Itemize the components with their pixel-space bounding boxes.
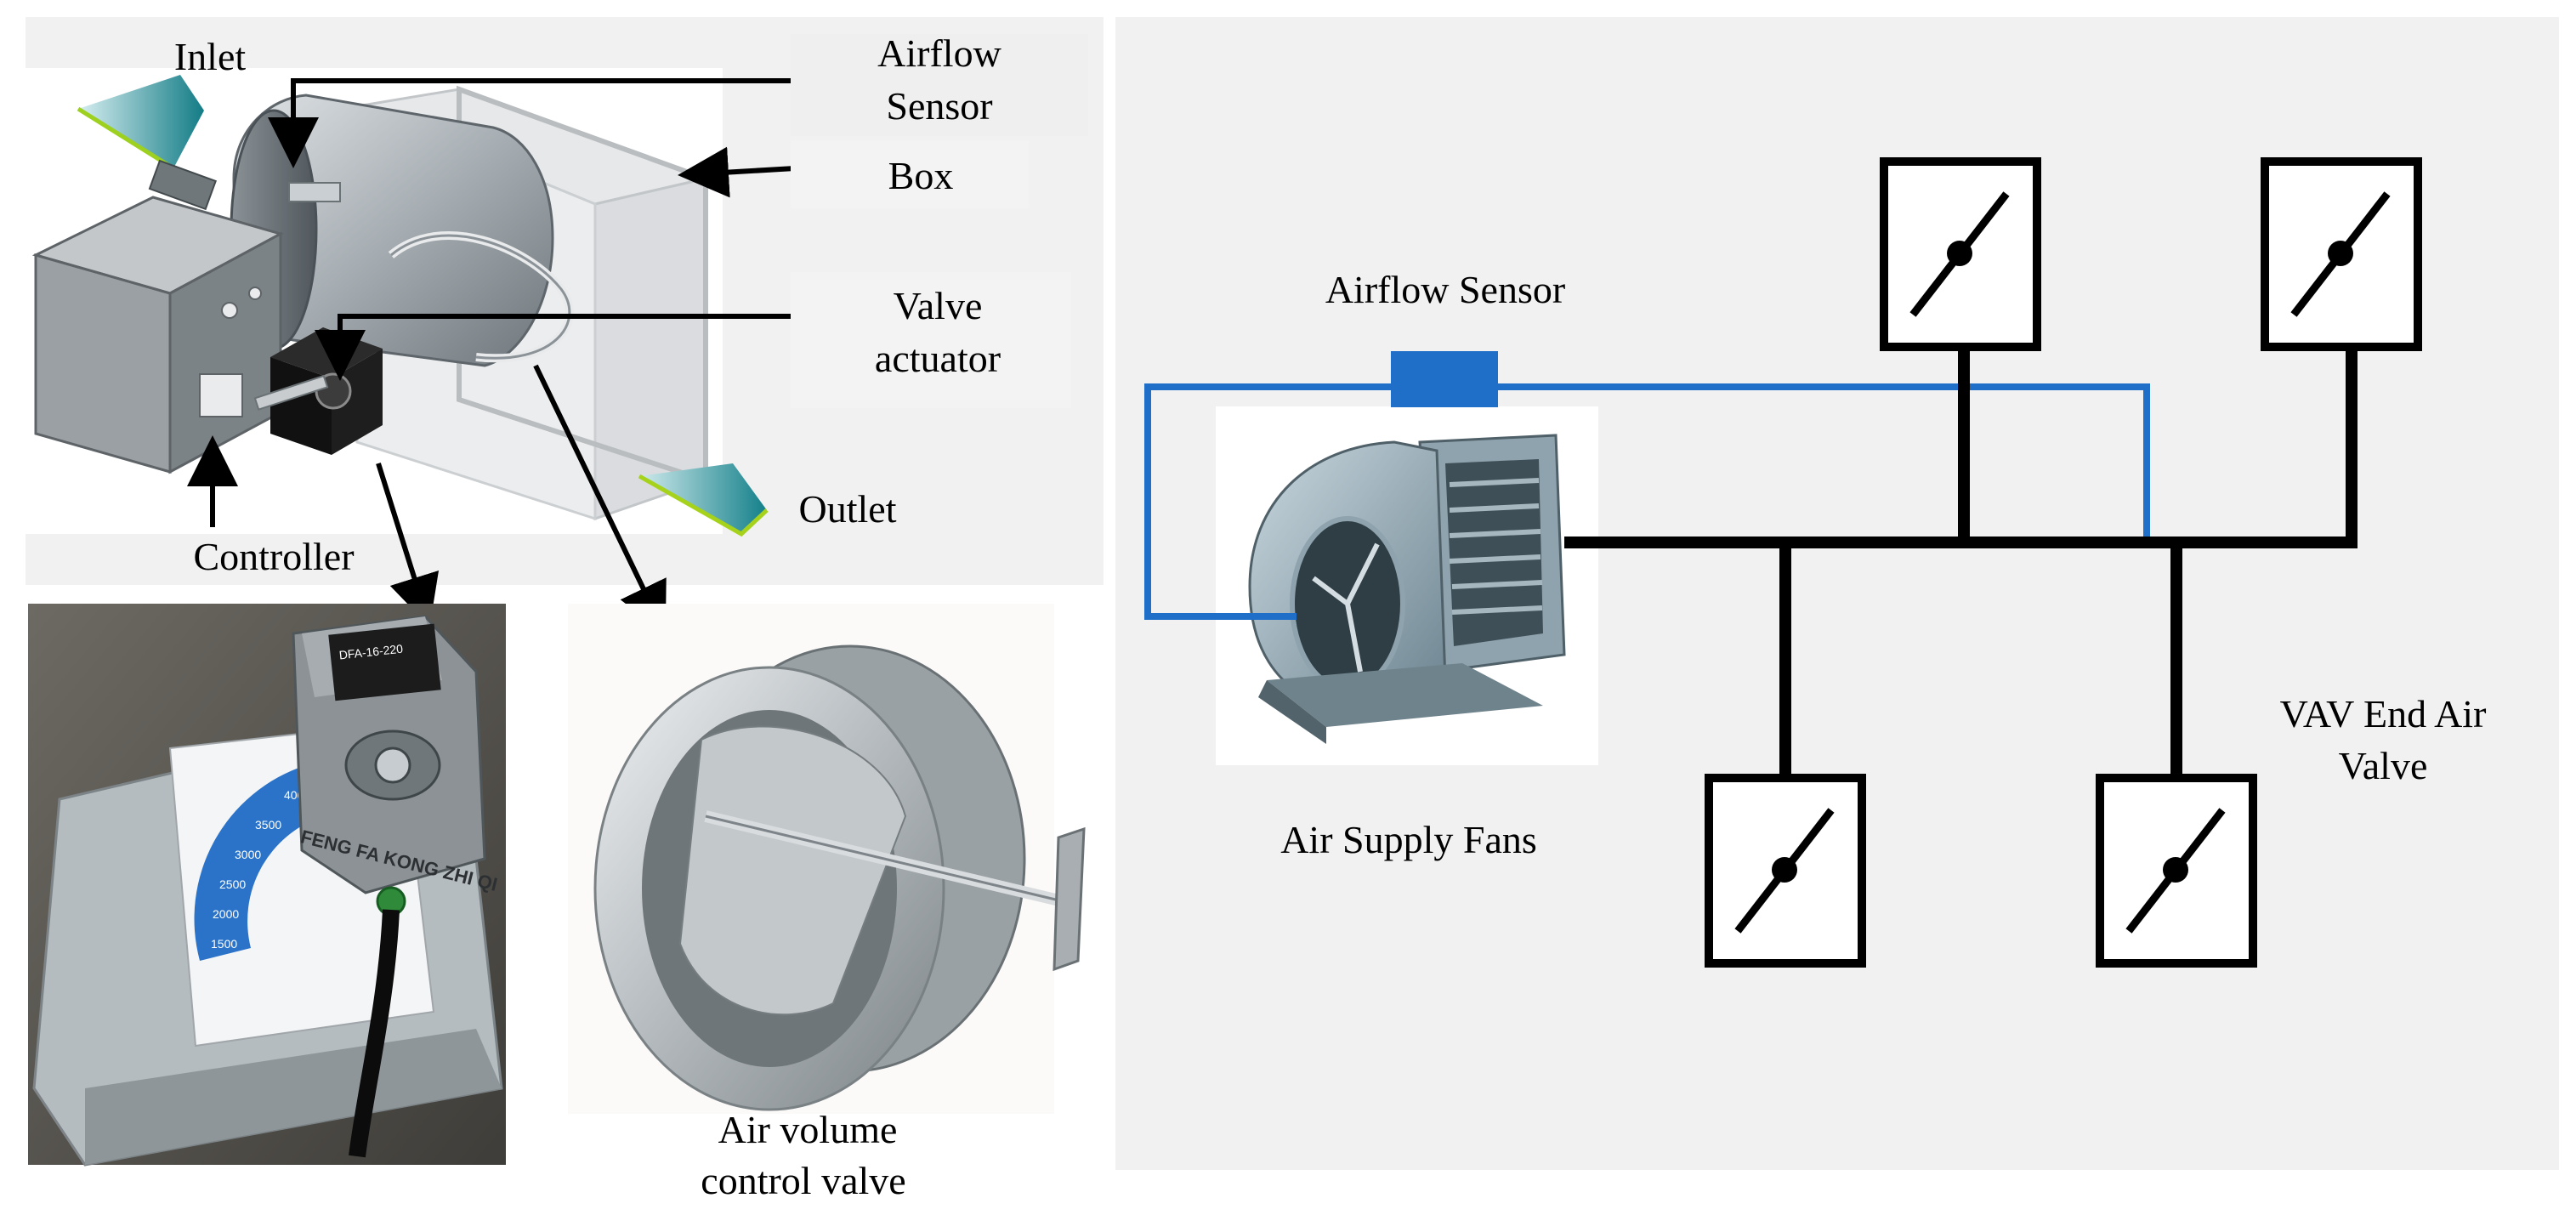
actuator-shaft (253, 374, 329, 411)
valve-actuator-leader (315, 314, 795, 381)
valve-photo-leader (533, 364, 667, 635)
dial-scale (194, 765, 323, 961)
dial-tick-2: 3500 (255, 818, 281, 832)
vav-box-render-panel: Inlet Airflow Sensor Box Valve actuator … (26, 17, 1104, 635)
label-valve-actuator-line2: actuator (875, 337, 1001, 380)
vav-valve-bottom-left (1705, 774, 1866, 968)
dial-tick-6: 1500 (211, 937, 237, 951)
actuator-photo: 4000 3500 3000 2500 2000 1500 DFA-16-220… (28, 604, 506, 1167)
actuator-body: DFA-16-220 FENG FA KONG ZHI QI (292, 615, 500, 917)
inlet-arrow-accent (77, 106, 175, 171)
airflow-sensor-block (1391, 351, 1498, 407)
damper-shaft-edge (705, 815, 1064, 903)
dial-ticks: 4000 3500 3000 2500 2000 1500 (211, 788, 310, 951)
actuator-photo-leader (376, 463, 440, 627)
power-cable (349, 909, 400, 1158)
duct-plate-edge (85, 1029, 502, 1165)
box-leader (678, 146, 796, 198)
sensor-signal-line (1144, 383, 2150, 620)
label-air-supply-fans: Air Supply Fans (1280, 818, 1537, 861)
label-panel-box (791, 140, 1029, 208)
outlet-arrow-accent (638, 474, 769, 537)
air-supply-fan (1216, 406, 1598, 765)
vav-valve-bottom-right (2096, 774, 2257, 968)
label-airflow-sensor-line2: Sensor (886, 84, 992, 128)
dial-tick-3: 3000 (235, 848, 261, 861)
vav-valve-top-left (1880, 157, 2041, 351)
label-outlet: Outlet (799, 487, 897, 531)
air-volume-valve-photo: Air volume control valve (568, 604, 1086, 1202)
label-box: Box (888, 154, 954, 197)
label-panel-airflow (791, 34, 1088, 136)
label-inlet: Inlet (174, 35, 247, 78)
damper-handle (1053, 826, 1086, 972)
airflow-sensor-port (288, 182, 341, 202)
vav-schematic-panel: Airflow Sensor Air Supply Fans VAV End A… (1115, 17, 2559, 1170)
label-air-volume-line2: control valve (701, 1159, 905, 1202)
damper-blade (678, 725, 907, 1016)
label-vav-end-air-valve-line1: VAV End Air (2280, 692, 2487, 735)
label-vav-end-air-valve-line2: Valve (2339, 744, 2428, 787)
dial-tick-5: 2000 (213, 907, 239, 921)
label-airflow-sensor-line1: Airflow (877, 31, 1001, 75)
label-air-volume-line1: Air volume (718, 1108, 898, 1151)
nameplate-text: DFA-16-220 (338, 642, 404, 662)
label-valve-actuator-line1: Valve (894, 284, 983, 327)
label-panel-actuator (791, 272, 1071, 408)
actuator-nameplate (328, 623, 441, 701)
label-airflow-sensor: Airflow Sensor (1325, 268, 1565, 311)
inlet-arrow-icon (78, 75, 204, 168)
airflow-sensor-leader (268, 78, 795, 168)
dial-tick-4: 2500 (219, 877, 246, 891)
controller-box (31, 159, 284, 474)
vav-valve-top-right (2261, 157, 2422, 351)
label-controller: Controller (193, 535, 354, 578)
outlet-arrow-icon (639, 463, 767, 534)
